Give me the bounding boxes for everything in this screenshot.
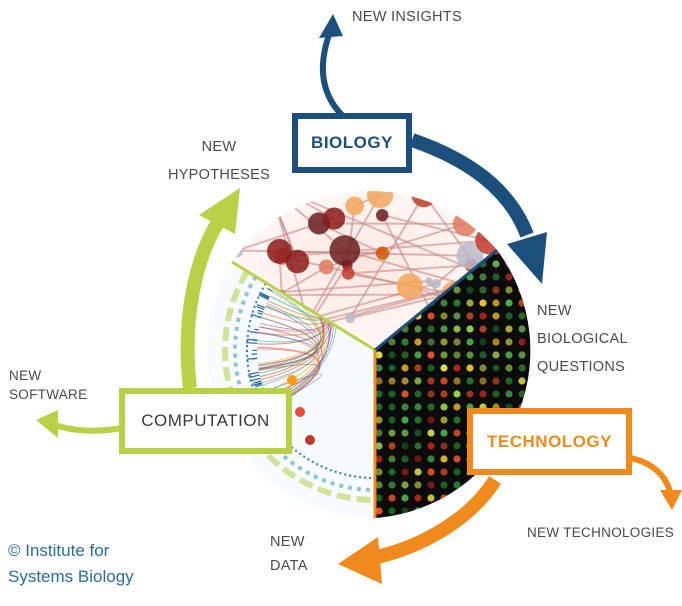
- label-new-technologies-text: NEW TECHNOLOGIES: [527, 525, 674, 540]
- label-nbq-line2: BIOLOGICAL: [537, 325, 628, 353]
- arrow-head-new-technologies: [660, 490, 682, 510]
- label-new-software: NEW SOFTWARE: [9, 366, 87, 404]
- arrow-to-new-insights: [323, 32, 345, 118]
- technology-box-label: TECHNOLOGY: [487, 432, 612, 452]
- label-new-insights-text: NEW INSIGHTS: [352, 9, 462, 25]
- biology-box: BIOLOGY: [292, 113, 412, 173]
- label-new-hypotheses-line1: NEW: [160, 133, 278, 161]
- computation-box-label: COMPUTATION: [141, 411, 270, 431]
- computation-box: COMPUTATION: [119, 388, 292, 454]
- biology-box-label: BIOLOGY: [311, 133, 393, 153]
- label-new-data-line1: NEW: [270, 530, 308, 554]
- label-new-biological-questions: NEW BIOLOGICAL QUESTIONS: [537, 297, 628, 381]
- arrow-to-new-software: [55, 425, 122, 431]
- arrow-head-technology: [338, 537, 382, 584]
- arrow-to-new-technologies: [630, 458, 670, 492]
- label-new-data-line2: DATA: [270, 554, 308, 578]
- label-new-hypotheses: NEW HYPOTHESES: [160, 133, 278, 189]
- arrow-head-new-software: [36, 410, 58, 438]
- copyright-credit: © Institute for Systems Biology: [8, 538, 134, 590]
- label-nbq-line1: NEW: [537, 297, 628, 325]
- credit-line2: Systems Biology: [8, 564, 134, 590]
- label-new-data: NEW DATA: [270, 530, 308, 578]
- label-new-insights: NEW INSIGHTS: [352, 8, 462, 27]
- label-new-technologies: NEW TECHNOLOGIES: [527, 523, 674, 542]
- technology-box: TECHNOLOGY: [467, 408, 632, 475]
- label-new-software-line2: SOFTWARE: [9, 385, 87, 404]
- label-nbq-line3: QUESTIONS: [537, 353, 628, 381]
- arrow-head-new-insights: [319, 14, 343, 38]
- credit-line1: © Institute for: [8, 538, 134, 564]
- label-new-software-line1: NEW: [9, 366, 87, 385]
- label-new-hypotheses-line2: HYPOTHESES: [160, 161, 278, 189]
